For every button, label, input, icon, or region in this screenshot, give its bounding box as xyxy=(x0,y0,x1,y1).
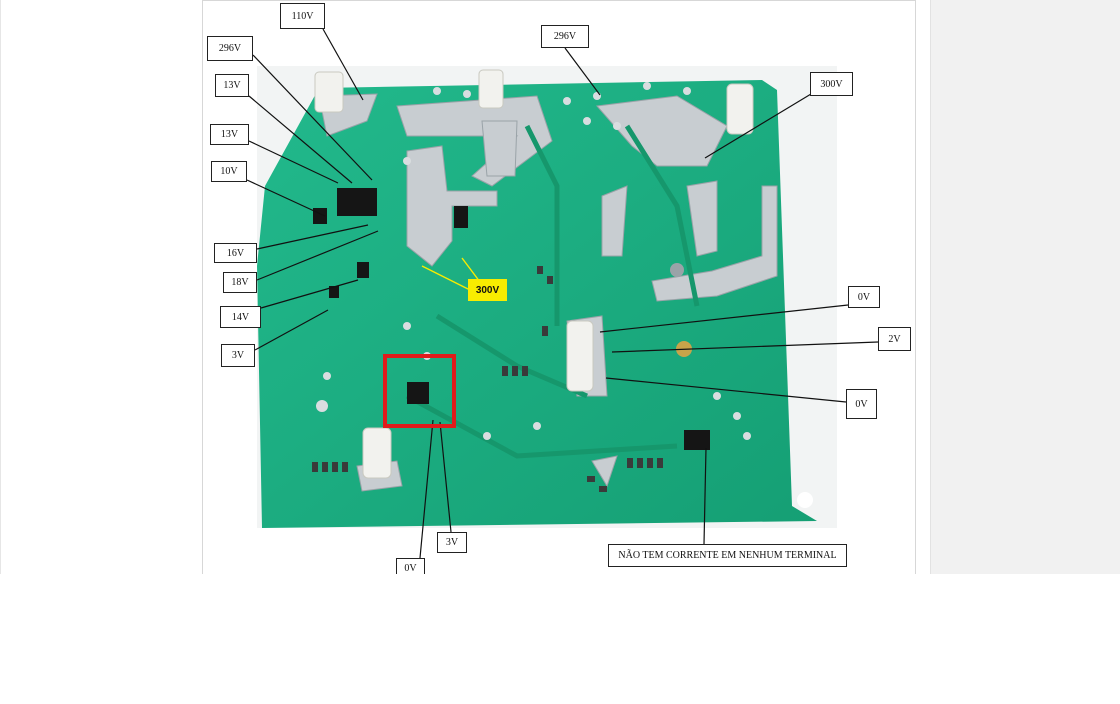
leader-16v xyxy=(256,224,369,250)
label-13v-a: 13V xyxy=(215,74,249,97)
label-10v: 10V xyxy=(211,161,247,182)
pcb-board-photo xyxy=(257,66,837,528)
leader-13v-b xyxy=(248,140,339,184)
label-110v: 110V xyxy=(280,3,325,29)
leader-note xyxy=(703,447,707,545)
label-300v-right: 300V xyxy=(810,72,853,96)
leader-296v-left xyxy=(252,54,373,181)
label-3v-bottom: 3V xyxy=(437,532,467,553)
note-no-current: NÃO TEM CORRENTE EM NENHUM TERMINAL xyxy=(608,544,847,567)
leader-300v-center-b xyxy=(461,257,481,283)
leader-110v xyxy=(322,28,364,101)
leader-2v xyxy=(611,341,879,353)
label-0v-right-b: 0V xyxy=(846,389,877,419)
label-296v-left: 296V xyxy=(207,36,253,61)
label-300v-center: 300V xyxy=(468,279,507,301)
leader-0v-a xyxy=(599,304,849,333)
leader-14v xyxy=(260,279,359,309)
label-18v: 18V xyxy=(223,272,257,293)
leader-0v-bottom xyxy=(419,419,434,559)
label-296v-top: 296V xyxy=(541,25,589,48)
right-side-panel xyxy=(930,0,1120,574)
label-0v-right-a: 0V xyxy=(848,286,880,308)
leader-300v-right xyxy=(704,93,812,159)
highlight-box-ic xyxy=(383,354,456,428)
label-14v: 14V xyxy=(220,306,261,328)
leader-300v-center-a xyxy=(421,265,471,291)
blank-area xyxy=(0,574,1120,704)
leader-3v-left xyxy=(254,309,329,351)
label-16v: 16V xyxy=(214,243,257,263)
page-left-border xyxy=(0,0,1,574)
leader-296v-top xyxy=(564,47,601,96)
leader-13v-a xyxy=(248,95,353,184)
leader-18v xyxy=(256,230,379,281)
label-13v-b: 13V xyxy=(210,124,249,145)
label-2v-right: 2V xyxy=(878,327,911,351)
leader-3v-bottom xyxy=(439,421,452,533)
leader-10v xyxy=(246,179,326,217)
label-3v-left: 3V xyxy=(221,344,255,367)
leader-0v-b xyxy=(605,377,847,403)
